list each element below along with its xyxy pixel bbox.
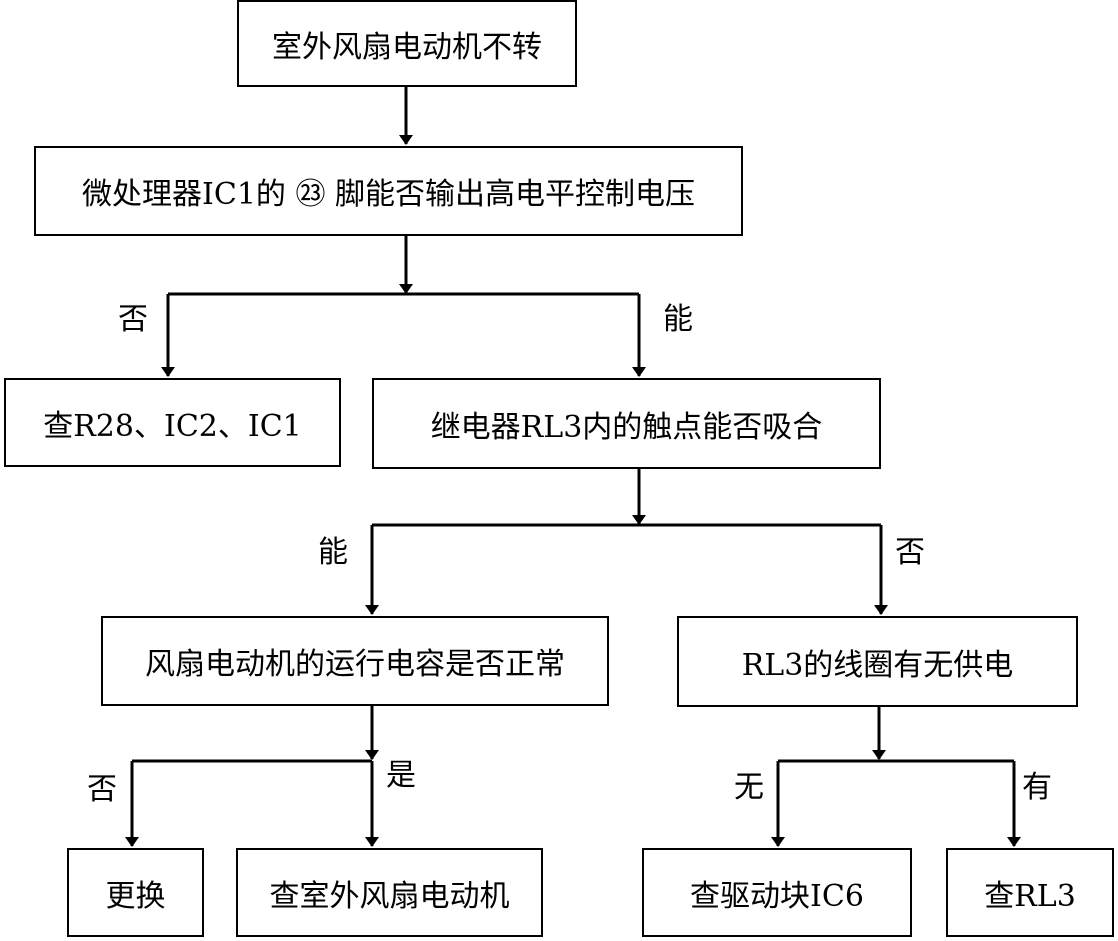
node-check-ic1-pin23-text: 微处理器IC1的 ㉓ 脚能否输出高电平控制电压 bbox=[82, 177, 695, 212]
edge-label-relay-yes: 能 bbox=[318, 535, 348, 570]
node-rl3-coil-power-text: RL3的线圈有无供电 bbox=[741, 647, 1014, 683]
edge-label-cap-yes: 是 bbox=[386, 758, 416, 793]
node-fan-capacitor: 风扇电动机的运行电容是否正常 bbox=[101, 616, 609, 706]
node-check-driver-ic6-text: 查驱动块IC6 bbox=[690, 878, 864, 914]
node-relay-contacts-text: 继电器RL3内的触点能否吸合 bbox=[430, 409, 823, 445]
edge-label-cap-no: 否 bbox=[87, 772, 117, 807]
edge-label-ic1-yes: 能 bbox=[663, 302, 693, 337]
node-check-fan-motor: 查室外风扇电动机 bbox=[236, 848, 543, 937]
node-check-ic1-pin23: 微处理器IC1的 ㉓ 脚能否输出高电平控制电压 bbox=[34, 146, 743, 236]
node-start: 室外风扇电动机不转 bbox=[237, 0, 577, 87]
node-check-r28-ic2-ic1: 查R28、IC2、IC1 bbox=[4, 378, 341, 467]
edge-label-relay-no: 否 bbox=[895, 535, 925, 570]
edge-label-ic1-no: 否 bbox=[118, 302, 148, 337]
edge-label-coil-none: 无 bbox=[734, 770, 764, 805]
node-relay-contacts: 继电器RL3内的触点能否吸合 bbox=[372, 378, 881, 469]
node-replace-text: 更换 bbox=[105, 878, 166, 914]
node-fan-capacitor-text: 风扇电动机的运行电容是否正常 bbox=[145, 647, 565, 682]
node-check-rl3-text: 查RL3 bbox=[984, 878, 1076, 914]
edge-label-coil-has: 有 bbox=[1022, 770, 1052, 805]
node-check-rl3: 查RL3 bbox=[946, 848, 1114, 937]
node-rl3-coil-power: RL3的线圈有无供电 bbox=[677, 616, 1078, 707]
node-start-text: 室外风扇电动机不转 bbox=[272, 29, 542, 65]
node-check-driver-ic6: 查驱动块IC6 bbox=[642, 848, 912, 937]
node-check-fan-motor-text: 查室外风扇电动机 bbox=[269, 878, 510, 914]
node-replace: 更换 bbox=[67, 848, 204, 937]
node-check-r28-ic2-ic1-text: 查R28、IC2、IC1 bbox=[43, 408, 302, 444]
